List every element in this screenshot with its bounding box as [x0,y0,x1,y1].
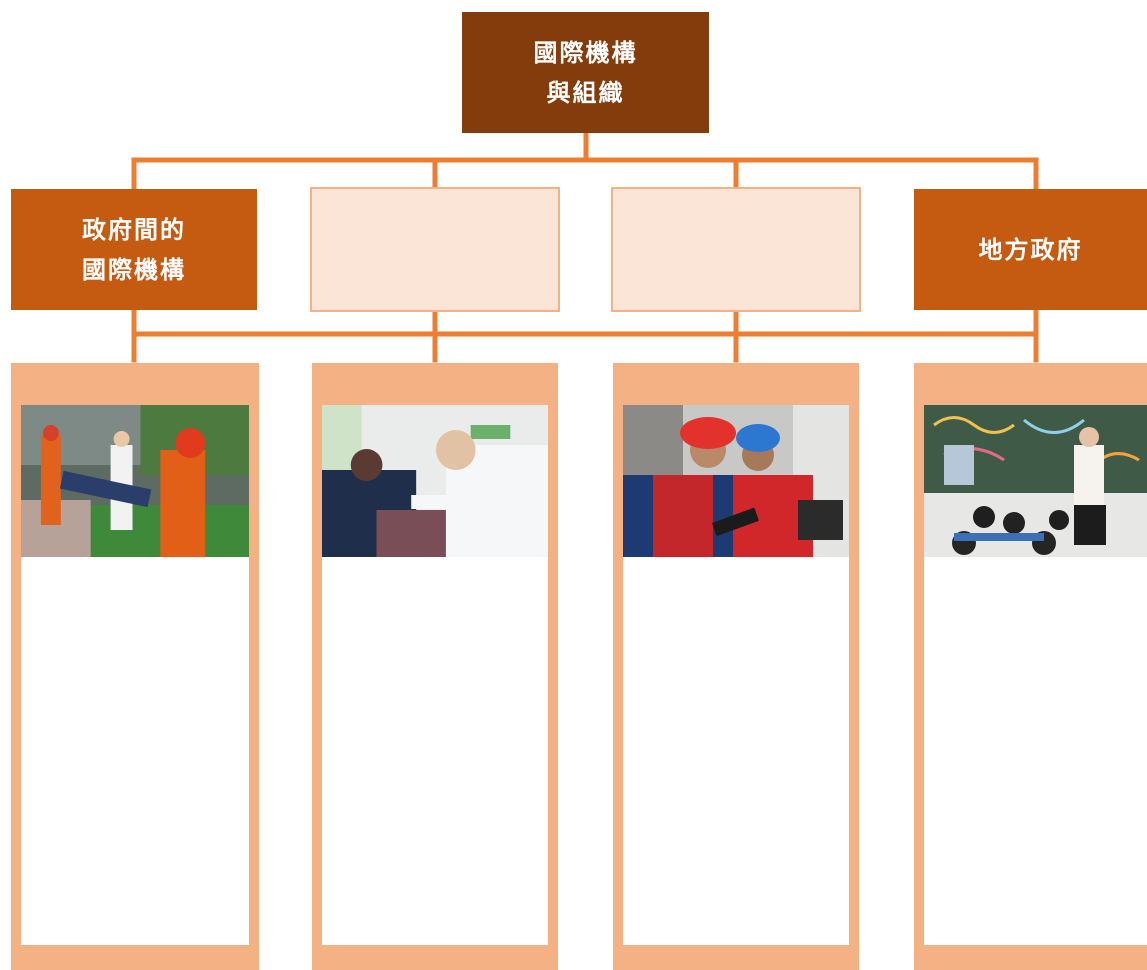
photo-utility-workers [623,405,849,557]
photo-doctor [322,405,548,557]
column-1 [11,363,259,970]
root-label: 國際機構 與組織 [533,38,638,107]
column-4 [914,363,1147,970]
node-label: 政府間的 國際機構 [82,215,186,284]
column-4-content [924,405,1147,945]
node-blank-3 [611,187,861,312]
photo-firefighters [21,405,249,557]
node-label: 地方政府 [978,235,1083,264]
photo-classroom [924,405,1147,557]
column-2 [312,363,558,970]
root-node: 國際機構 與組織 [462,12,709,133]
node-local-government: 地方政府 [914,189,1147,310]
column-3-content [623,405,849,945]
node-blank-2 [310,187,560,312]
column-3 [613,363,859,970]
column-1-content [21,405,249,945]
column-2-content [322,405,548,945]
node-intergovernmental: 政府間的 國際機構 [11,189,257,310]
